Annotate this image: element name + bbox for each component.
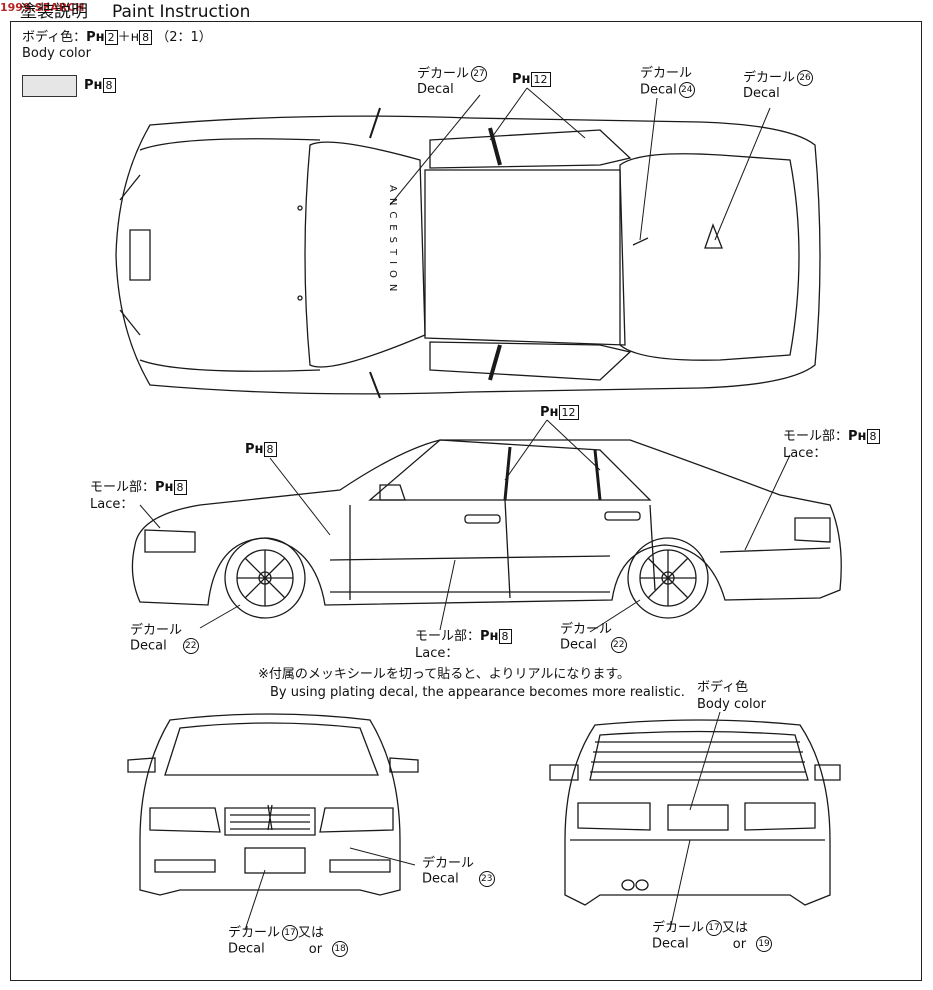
decal-jp: デカール bbox=[560, 622, 613, 637]
rear-body-color-en: Body color bbox=[697, 697, 766, 712]
decal-number: 17 bbox=[282, 925, 299, 941]
decal-number: 26 bbox=[797, 70, 814, 86]
or-en: or bbox=[308, 941, 323, 957]
body-color-en: Body color bbox=[22, 46, 91, 61]
code-box: 2 bbox=[104, 30, 118, 45]
ph-mark: Pʜ bbox=[86, 30, 105, 45]
decal-number: 22 bbox=[182, 638, 199, 654]
decal-23-label: デカール bbox=[422, 856, 474, 871]
ratio: （2：1） bbox=[156, 30, 212, 45]
decal-jp: デカール bbox=[652, 920, 705, 936]
lace-mid-en: Lace： bbox=[415, 646, 459, 661]
decal-22a-en: Decal 22 bbox=[130, 638, 199, 654]
code-box: 8 bbox=[263, 442, 277, 457]
code-box: 12 bbox=[530, 72, 551, 87]
decal-number: 27 bbox=[471, 66, 488, 82]
hood-decal-text: ANCESTION bbox=[387, 185, 398, 298]
decal-number: 23 bbox=[478, 871, 495, 887]
note-jp: ※付属のメッキシールを切って貼ると、よりリアルになります。 bbox=[258, 667, 631, 682]
decal-22a-label: デカール bbox=[130, 623, 182, 638]
decal-number: 17 bbox=[706, 920, 723, 936]
ph-mark: Pʜ bbox=[540, 405, 559, 420]
decal-22b-label: デカール bbox=[560, 622, 612, 637]
decal-jp: デカール bbox=[422, 856, 475, 871]
decal-number: 22 bbox=[610, 637, 627, 653]
decal-jp: デカール bbox=[417, 66, 470, 82]
decal-en: Decal bbox=[640, 82, 677, 98]
decal-24-label: デカール bbox=[640, 66, 692, 81]
or-jp: 又は bbox=[298, 925, 325, 941]
decal-jp: デカール bbox=[228, 925, 281, 941]
ph-mark: Pʜ bbox=[512, 72, 531, 87]
decal-22b-en: Decal 22 bbox=[560, 637, 627, 653]
decal-en: Decal bbox=[228, 941, 265, 957]
decal-number: 19 bbox=[756, 936, 773, 952]
lace-left-en: Lace： bbox=[90, 497, 134, 512]
lace-jp: モール部： bbox=[415, 629, 481, 644]
decal-18-front-label: Decal or 18 bbox=[228, 941, 349, 957]
decal-jp: デカール bbox=[130, 623, 183, 638]
code-box: 8 bbox=[866, 429, 880, 444]
title-en: Paint Instruction bbox=[112, 2, 251, 22]
ph-mark: Pʜ bbox=[245, 442, 264, 457]
plus-mark: ＋ʜ bbox=[117, 30, 140, 45]
lace-right-en: Lace： bbox=[783, 446, 827, 461]
decal-en: Decal bbox=[652, 936, 689, 952]
decal-number: 24 bbox=[678, 82, 695, 98]
or-jp: 又は bbox=[722, 920, 749, 936]
note-en: By using plating decal, the appearance b… bbox=[270, 685, 685, 700]
lace-jp: モール部： bbox=[90, 480, 156, 495]
car-front-view bbox=[127, 713, 419, 896]
ph-mark: Pʜ bbox=[155, 480, 174, 495]
lace-jp: モール部： bbox=[783, 429, 849, 444]
car-rear-view bbox=[549, 719, 841, 906]
body-color-jp: ボディ色： bbox=[22, 30, 87, 45]
or-en: or bbox=[732, 936, 747, 952]
ph-mark: Pʜ bbox=[848, 429, 867, 444]
decal-23-en: Decal 23 bbox=[422, 871, 495, 887]
decal-jp: デカール bbox=[640, 66, 693, 81]
decal-en: Decal bbox=[560, 637, 597, 653]
code-box: 12 bbox=[558, 405, 579, 420]
title-jp: 塗装説明 bbox=[20, 2, 88, 22]
decal-en: Decal bbox=[130, 638, 167, 654]
ph-mark: Pʜ bbox=[84, 78, 103, 93]
decal-en: Decal bbox=[422, 871, 459, 887]
code-box: 8 bbox=[173, 480, 187, 495]
car-top-view bbox=[115, 107, 821, 399]
decal-number: 18 bbox=[332, 941, 349, 957]
sheet-frame bbox=[10, 21, 922, 981]
decal-jp: デカール bbox=[743, 70, 796, 86]
decal-26-en: Decal bbox=[743, 86, 780, 101]
watermark: 1999.SEARCH bbox=[0, 1, 85, 14]
decal-27-en: Decal bbox=[417, 82, 454, 97]
code-box: 8 bbox=[498, 629, 512, 644]
car-side-view bbox=[131, 439, 842, 619]
decal-19-rear-label: Decal or 19 bbox=[652, 936, 773, 952]
body-color-swatch bbox=[22, 75, 77, 97]
code-box: 8 bbox=[139, 30, 153, 45]
ph-mark: Pʜ bbox=[480, 629, 499, 644]
rear-body-color-jp: ボディ色 bbox=[697, 680, 749, 695]
code-box: 8 bbox=[102, 78, 116, 93]
